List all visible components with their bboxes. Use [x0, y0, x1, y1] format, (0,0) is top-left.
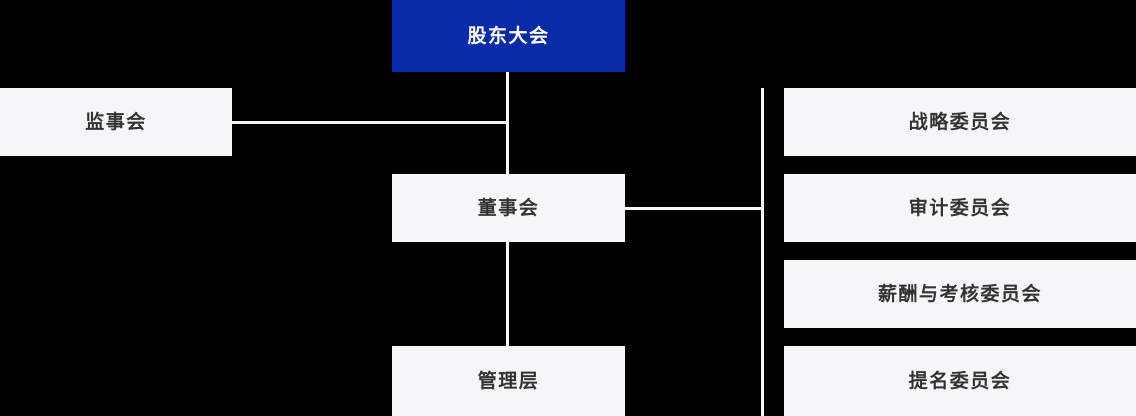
- connector-supervisors-to-trunk: [232, 121, 509, 124]
- connector-board-to-management: [506, 242, 509, 346]
- node-shareholders-meeting[interactable]: 股东大会: [392, 0, 625, 72]
- node-remuneration-committee[interactable]: 薪酬与考核委员会: [784, 260, 1136, 328]
- node-board-of-supervisors[interactable]: 监事会: [0, 88, 232, 156]
- node-board-of-directors[interactable]: 董事会: [392, 174, 625, 242]
- node-audit-committee[interactable]: 审计委员会: [784, 174, 1136, 242]
- node-nomination-committee[interactable]: 提名委员会: [784, 346, 1136, 416]
- node-strategy-committee[interactable]: 战略委员会: [784, 88, 1136, 156]
- connector-board-to-committee-bus: [625, 207, 764, 210]
- connector-committee-vertical-bus: [761, 88, 764, 416]
- node-management[interactable]: 管理层: [392, 346, 625, 416]
